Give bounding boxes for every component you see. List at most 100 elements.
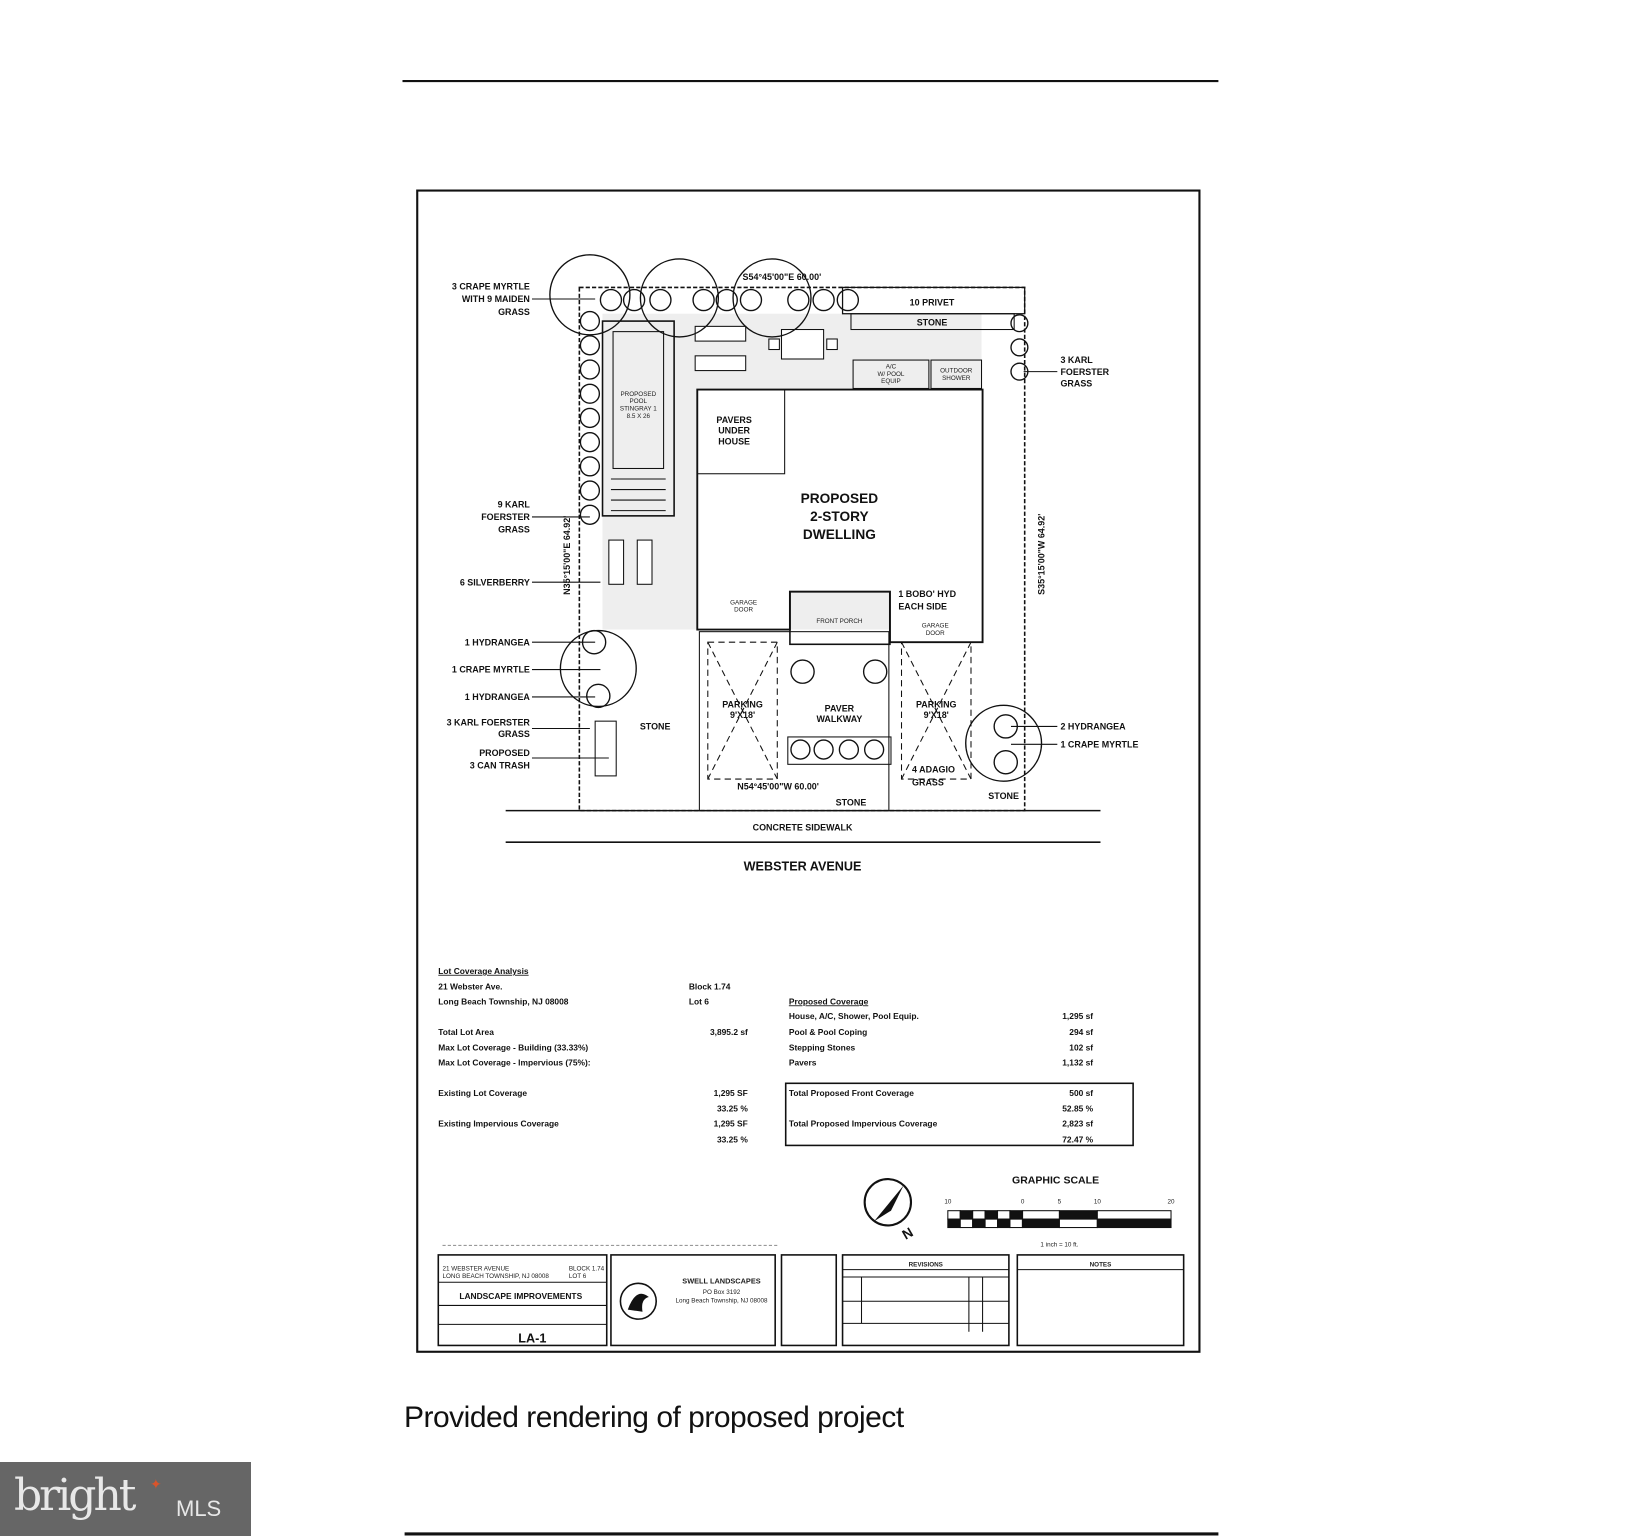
proposed-title: Proposed Coverage [789,996,869,1006]
totals-box [784,1082,1134,1147]
ac-label: W/ POOL [878,371,905,378]
coverage-address: Long Beach Township, NJ 08008 [438,996,568,1006]
total-value: 52.85 % [1062,1104,1093,1114]
coverage-row-value: 33.25 % [717,1104,748,1114]
scale-segment [1022,1210,1060,1220]
scale-segment [1096,1210,1172,1220]
tree-canopy-icon [559,629,637,708]
scale-segment [1058,1210,1098,1220]
coverage-row-label: Max Lot Coverage - Impervious (75%): [438,1057,590,1067]
callout-label: FOERSTER [481,512,530,522]
shrub-icon [790,659,815,684]
plant-symbols [549,254,1043,782]
pavers-under-house [696,389,786,475]
callout-label: 4 ADAGIO [912,765,955,775]
scale-tick: 5 [1058,1198,1062,1205]
callout-label: GRASS [498,307,530,317]
callout-label: 1 CRAPE MYRTLE [1060,739,1138,749]
tree-canopy-icon [965,704,1043,782]
total-label: Total Proposed Front Coverage [789,1088,914,1098]
coverage-row-label: Existing Impervious Coverage [438,1118,559,1128]
grass-plant-icon [838,739,860,760]
grass-plant-icon [813,739,834,760]
paver-walkway-label: PAVER [825,704,855,714]
north-arrow-icon [863,1178,913,1227]
grass-plant-icon [739,288,763,312]
titleblock-project: LANDSCAPE IMPROVEMENTS [459,1291,582,1301]
callout-label: 1 BOBO' HYD [898,589,956,599]
house-label: PROPOSED [801,491,879,506]
shrub-icon [586,683,611,709]
callout-label: PROPOSED [479,748,530,758]
total-value: 2,823 sf [1062,1118,1093,1128]
callout-label: 9 KARL [498,499,531,509]
pavers-label: UNDER [718,426,750,436]
bearing-left: N35°15'00"E 64.92' [562,516,572,595]
company-name: SWELL LANDSCAPES [682,1276,760,1285]
stone-label: STONE [988,791,1019,801]
scale-segment [959,1210,974,1220]
scale-segment [996,1218,1011,1229]
coverage-row-value: 1,295 SF [714,1088,748,1098]
grass-plant-icon [579,407,601,429]
proposed-label: House, A/C, Shower, Pool Equip. [789,1011,919,1021]
callout-label: FOERSTER [1060,367,1109,377]
grass-plant-icon [1010,314,1029,333]
scale-segment [984,1218,999,1229]
garage-door-label: DOOR [734,607,753,614]
pool-label: PROPOSED [620,391,656,398]
garage-door-label: GARAGE [730,599,757,606]
callout-label: 3 KARL [1060,355,1093,365]
grass-plant-icon [1010,338,1029,357]
proposed-value: 294 sf [1069,1027,1093,1037]
scale-segment [972,1210,986,1220]
bearing-bottom: N54°45'00"W 60.00' [737,782,819,792]
scale-tick: 10 [944,1198,952,1205]
sheet-border [416,189,1201,1353]
scale-title: GRAPHIC SCALE [1012,1174,1099,1186]
notes-header: NOTES [1090,1261,1112,1268]
grass-plant-icon [863,739,885,760]
image-caption: Provided rendering of proposed project [404,1401,904,1434]
scale-segment [1009,1218,1023,1229]
outdoor-shower [930,359,983,390]
revisions-header: REVISIONS [909,1261,943,1268]
ac-equipment [852,359,930,390]
titleblock-block: BLOCK 1.74 [569,1266,605,1273]
company-logo-icon [619,1282,658,1320]
grass-plant-icon [649,288,672,312]
coverage-row-value: 3,895.2 sf [710,1027,748,1037]
pool [601,320,675,517]
pavers-label: HOUSE [718,436,750,446]
logo-brand: bright [14,1470,136,1521]
north-label: N [900,1225,916,1243]
titleblock-address: 21 WEBSTER AVENUE [443,1266,510,1273]
paver-walkway-label: WALKWAY [816,714,862,724]
parking-spaces [707,641,972,780]
grass-plant-icon [622,288,646,312]
grass-plant-icon [715,288,738,312]
titleblock-township: LONG BEACH TOWNSHIP, NJ 08008 [443,1273,550,1280]
scale-segment [947,1218,961,1229]
callout-label: GRASS [498,729,530,739]
grass-plant-icon [579,310,601,332]
proposed-value: 1,295 sf [1062,1011,1093,1021]
tree-canopy-icon [732,258,812,338]
grass-plant-icon [579,359,601,380]
scale-segment [947,1210,961,1220]
grass-plant-icon [579,383,601,404]
tree-canopy-icon [549,254,631,336]
ac-label: EQUIP [881,378,901,385]
site-plan: 10 PRIVET STONE PROPOSED POOL STINGRAY 1… [447,254,1138,874]
coverage-row-label: Total Lot Area [438,1027,494,1037]
garage-door-label: GARAGE [922,622,949,629]
scale-segment [996,1210,1011,1220]
scale-segment [984,1210,999,1220]
shower-label: OUTDOOR [940,368,973,375]
coverage-title: Lot Coverage Analysis [438,966,529,976]
bearing-right: S35°15'00"W 64.92' [1037,514,1047,595]
grass-plant-icon [579,480,601,501]
bright-mls-logo: bright ✦ MLS [0,1462,251,1536]
callout-label: 1 HYDRANGEA [465,637,531,647]
callout-label: 3 CRAPE MYRTLE [452,282,530,292]
